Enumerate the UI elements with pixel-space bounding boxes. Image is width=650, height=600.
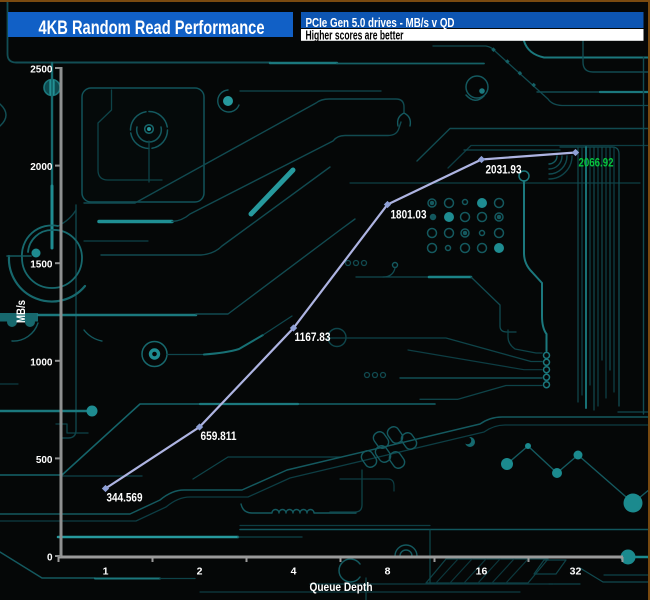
svg-text:4KB Random Read Performance: 4KB Random Read Performance [39,18,265,39]
svg-text:1000: 1000 [30,358,53,369]
svg-text:PCIe Gen 5.0 drives - MB/s v Q: PCIe Gen 5.0 drives - MB/s v QD [306,15,455,30]
svg-text:2: 2 [197,566,203,578]
svg-text:MB/s: MB/s [14,300,28,323]
svg-text:16: 16 [476,566,488,578]
svg-text:0: 0 [47,553,53,564]
svg-text:1500: 1500 [30,260,53,271]
svg-text:Higher scores are better: Higher scores are better [306,27,404,42]
svg-text:344.569: 344.569 [107,493,143,505]
svg-text:2031.93: 2031.93 [486,165,522,177]
svg-text:Queue Depth: Queue Depth [310,582,373,594]
svg-text:2066.92: 2066.92 [579,157,614,169]
svg-text:659.811: 659.811 [201,431,238,443]
svg-text:2500: 2500 [30,65,53,76]
svg-text:4: 4 [291,566,297,578]
svg-text:1801.03: 1801.03 [391,210,427,222]
svg-text:2000: 2000 [30,162,53,173]
svg-text:32: 32 [570,566,582,578]
svg-text:1167.83: 1167.83 [295,332,331,344]
svg-text:8: 8 [385,566,391,578]
svg-text:500: 500 [36,455,53,466]
svg-text:1: 1 [103,566,109,578]
